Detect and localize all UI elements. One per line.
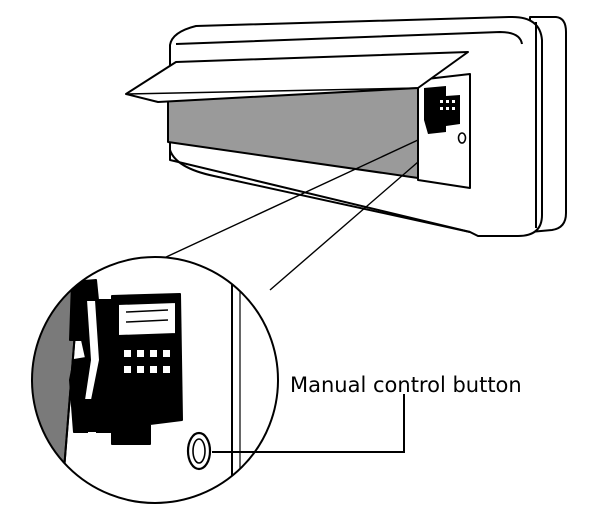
indoor-unit [125, 15, 567, 237]
magnifier-connector-pins [124, 350, 170, 373]
magnifier-connector-housing [117, 301, 177, 337]
callout-label: Manual control button [290, 373, 522, 397]
unit-top-bevel [175, 31, 523, 45]
callout: Manual control button [212, 373, 522, 453]
front-panel-lifted [125, 51, 469, 103]
callout-leader-line [212, 394, 405, 453]
magnifier-circle [31, 256, 279, 504]
magnifier-wire [83, 299, 101, 401]
manual-control-button-small [457, 132, 467, 144]
unit-bottom-lip [169, 149, 471, 233]
control-box-terminal-holes [440, 100, 455, 110]
magnifier-leaders [163, 139, 419, 291]
front-panel-edge [125, 87, 419, 95]
manual-control-button [186, 431, 212, 471]
